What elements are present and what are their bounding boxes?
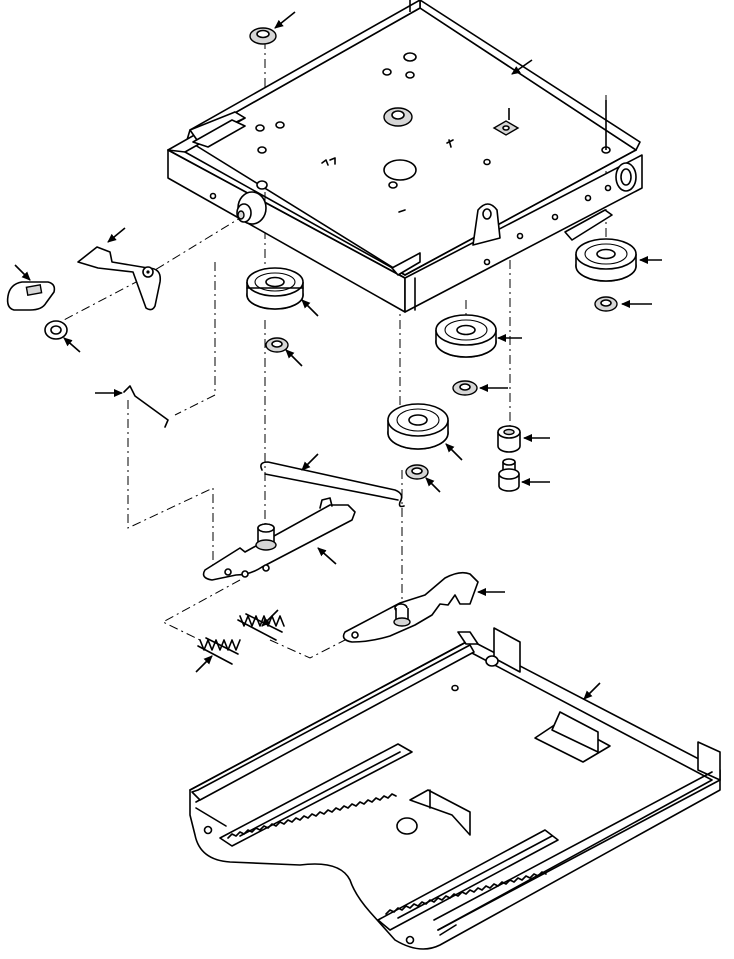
retaining-ring-left bbox=[44, 320, 68, 340]
callout-arrows bbox=[14, 0, 662, 700]
roller-washer-left bbox=[265, 337, 289, 353]
seat-upper-frame bbox=[167, 0, 643, 313]
callout-arrow bbox=[107, 227, 126, 243]
callout-arrow bbox=[261, 609, 279, 627]
callout-arrow bbox=[301, 299, 319, 317]
pivot-shaft bbox=[236, 191, 267, 225]
latch-handle bbox=[6, 281, 56, 311]
callout-arrow bbox=[63, 337, 81, 353]
shoulder-screw bbox=[498, 458, 520, 492]
callout-arrow bbox=[285, 349, 303, 367]
seat-base-track bbox=[189, 627, 721, 950]
callout-arrow bbox=[583, 682, 601, 700]
release-rod bbox=[123, 385, 169, 428]
callout-arrow bbox=[511, 59, 533, 75]
compression-spring-upper bbox=[237, 613, 285, 641]
roller-wheel-right bbox=[575, 238, 637, 282]
roller-washer-front bbox=[405, 464, 429, 480]
compression-spring-lower bbox=[197, 637, 241, 665]
callout-arrow bbox=[317, 547, 337, 565]
roller-wheel-left bbox=[246, 267, 304, 310]
callout-arrow bbox=[301, 453, 319, 471]
top-washer bbox=[249, 27, 277, 45]
callout-arrow bbox=[445, 443, 463, 461]
callout-arrow bbox=[274, 11, 296, 29]
torsion-spring bbox=[260, 461, 405, 508]
roller-washer-center bbox=[452, 380, 478, 396]
callout-arrow bbox=[14, 264, 31, 281]
roller-wheel-front bbox=[387, 403, 449, 450]
lower-slide-bracket bbox=[202, 497, 356, 581]
spacer bbox=[497, 425, 521, 453]
callout-arrow bbox=[195, 655, 213, 673]
callout-arrow bbox=[425, 477, 441, 493]
roller-washer-right bbox=[594, 296, 618, 312]
latch-plate bbox=[342, 571, 479, 643]
roller-wheel-center bbox=[435, 314, 497, 358]
latch-lever bbox=[77, 246, 162, 311]
